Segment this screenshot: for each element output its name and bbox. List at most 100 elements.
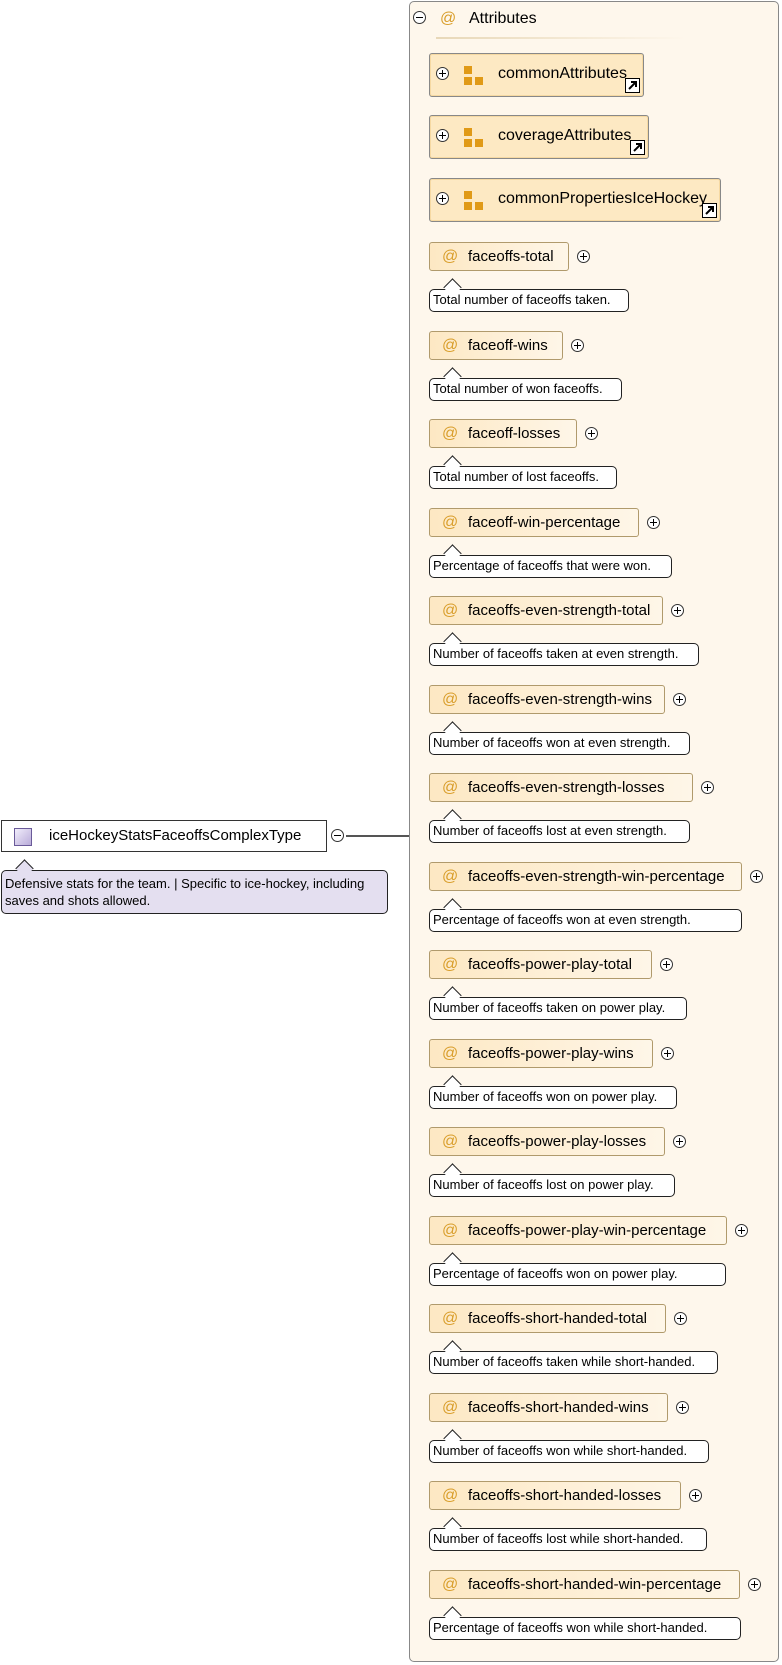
attribute-node[interactable]: @ faceoffs-short-handed-win-percentage <box>429 1569 740 1599</box>
attribute-at-icon: @ <box>442 1310 459 1327</box>
attribute-name: faceoff-losses <box>468 425 561 442</box>
attribute-node[interactable]: @ faceoffs-even-strength-win-percentage <box>429 861 742 891</box>
expand-toggle[interactable] <box>436 67 449 80</box>
attribute-documentation: Number of faceoffs taken at even strengt… <box>429 643 699 666</box>
attribute-at-icon: @ <box>442 1487 459 1504</box>
attribute-group-icon <box>464 128 484 148</box>
attribute-at-icon: @ <box>440 10 457 27</box>
attributes-collapse-toggle[interactable] <box>413 11 426 24</box>
attribute-name: faceoffs-even-strength-total <box>468 602 651 619</box>
expand-toggle[interactable] <box>674 1312 687 1325</box>
expand-toggle[interactable] <box>661 1046 674 1060</box>
expand-toggle[interactable] <box>647 515 660 529</box>
attribute-at-icon: @ <box>442 1575 459 1593</box>
attribute-node[interactable]: @ faceoffs-power-play-losses <box>429 1127 665 1156</box>
complex-type-name: iceHockeyStatsFaceoffsComplexType <box>49 827 302 844</box>
expand-toggle[interactable] <box>577 250 590 263</box>
expand-toggle[interactable] <box>671 604 684 617</box>
external-link-icon[interactable] <box>702 203 717 218</box>
attribute-at-icon: @ <box>442 1133 459 1150</box>
attribute-at-icon: @ <box>442 1044 459 1062</box>
attribute-name: faceoffs-even-strength-losses <box>468 779 665 796</box>
complex-type-icon <box>14 828 32 846</box>
attribute-documentation: Percentage of faceoffs won on power play… <box>429 1262 726 1286</box>
attribute-node[interactable]: @ faceoff-losses <box>429 419 577 448</box>
attribute-name: faceoffs-power-play-win-percentage <box>468 1221 707 1239</box>
attribute-group-ref[interactable]: commonPropertiesIceHockey <box>429 178 721 222</box>
attribute-name: faceoffs-short-handed-win-percentage <box>468 1575 722 1593</box>
attribute-at-icon: @ <box>442 425 459 442</box>
attribute-node[interactable]: @ faceoffs-total <box>429 242 569 271</box>
attribute-name: faceoffs-short-handed-wins <box>468 1398 649 1416</box>
attribute-group-icon <box>464 191 484 211</box>
expand-toggle[interactable] <box>735 1223 748 1237</box>
attribute-at-icon: @ <box>442 1221 459 1239</box>
attribute-node[interactable]: @ faceoffs-even-strength-total <box>429 596 663 625</box>
attribute-node[interactable]: @ faceoffs-power-play-win-percentage <box>429 1215 727 1245</box>
attribute-documentation: Total number of won faceoffs. <box>429 377 622 401</box>
attribute-node[interactable]: @ faceoffs-power-play-wins <box>429 1038 653 1068</box>
external-link-icon[interactable] <box>625 78 640 93</box>
attribute-at-icon: @ <box>442 602 459 619</box>
attribute-documentation: Number of faceoffs taken while short-han… <box>429 1351 718 1374</box>
expand-toggle[interactable] <box>436 192 449 205</box>
attribute-documentation: Number of faceoffs won on power play. <box>429 1085 677 1109</box>
attribute-name: faceoffs-short-handed-total <box>468 1310 647 1327</box>
attribute-at-icon: @ <box>442 513 459 531</box>
attribute-documentation: Number of faceoffs taken on power play. <box>429 997 687 1020</box>
attribute-documentation: Number of faceoffs won at even strength. <box>429 731 690 755</box>
attribute-node[interactable]: @ faceoffs-short-handed-total <box>429 1304 666 1333</box>
expand-toggle[interactable] <box>750 869 763 883</box>
attribute-node[interactable]: @ faceoffs-even-strength-losses <box>429 773 693 802</box>
attribute-documentation: Number of faceoffs won while short-hande… <box>429 1439 709 1463</box>
expand-toggle[interactable] <box>436 129 449 142</box>
attribute-documentation: Total number of lost faceoffs. <box>429 466 617 489</box>
attribute-node[interactable]: @ faceoff-win-percentage <box>429 507 639 537</box>
attribute-group-ref[interactable]: commonAttributes <box>429 53 644 97</box>
attribute-node[interactable]: @ faceoffs-even-strength-wins <box>429 684 665 714</box>
expand-toggle[interactable] <box>689 1489 702 1502</box>
expand-toggle[interactable] <box>673 1135 686 1148</box>
attribute-at-icon: @ <box>442 336 459 354</box>
attributes-header-divider <box>436 37 686 39</box>
external-link-icon[interactable] <box>630 140 645 155</box>
expand-toggle[interactable] <box>660 958 673 971</box>
attribute-name: faceoffs-power-play-losses <box>468 1133 647 1150</box>
attribute-group-ref-label: commonPropertiesIceHockey <box>498 190 707 207</box>
attribute-at-icon: @ <box>442 779 459 796</box>
attribute-documentation: Number of faceoffs lost at even strength… <box>429 820 690 843</box>
attribute-name: faceoff-win-percentage <box>468 513 621 531</box>
attribute-documentation: Number of faceoffs lost while short-hand… <box>429 1528 707 1551</box>
attribute-name: faceoffs-power-play-wins <box>468 1044 634 1062</box>
attribute-documentation: Percentage of faceoffs won at even stren… <box>429 908 742 932</box>
attribute-group-icon <box>464 66 484 86</box>
attribute-at-icon: @ <box>442 690 459 708</box>
attribute-name: faceoffs-short-handed-losses <box>468 1487 662 1504</box>
expand-toggle[interactable] <box>701 781 714 794</box>
attribute-group-ref[interactable]: coverageAttributes <box>429 115 649 159</box>
attribute-at-icon: @ <box>442 956 459 973</box>
expand-toggle[interactable] <box>676 1400 689 1414</box>
attribute-at-icon: @ <box>442 248 459 265</box>
attribute-documentation: Number of faceoffs lost on power play. <box>429 1174 675 1197</box>
attribute-name: faceoffs-total <box>468 248 554 265</box>
attribute-node[interactable]: @ faceoffs-short-handed-losses <box>429 1481 681 1510</box>
attribute-node[interactable]: @faceoff-wins <box>429 330 563 360</box>
expand-toggle[interactable] <box>748 1577 761 1591</box>
attribute-name: faceoffs-power-play-total <box>468 956 632 973</box>
connector-line <box>346 835 410 837</box>
expand-toggle[interactable] <box>571 338 584 352</box>
attribute-node[interactable]: @faceoffs-short-handed-wins <box>429 1392 668 1422</box>
attribute-node[interactable]: @ faceoffs-power-play-total <box>429 950 652 979</box>
attribute-group-ref-label: coverageAttributes <box>498 127 632 144</box>
complex-type-collapse-toggle[interactable] <box>331 829 344 842</box>
expand-toggle[interactable] <box>585 427 598 440</box>
attribute-documentation: Percentage of faceoffs won while short-h… <box>429 1616 741 1640</box>
attribute-name: faceoffs-even-strength-wins <box>468 690 652 708</box>
complex-type-node[interactable]: iceHockeyStatsFaceoffsComplexType <box>1 820 327 852</box>
attribute-name: faceoffs-even-strength-win-percentage <box>468 867 725 885</box>
expand-toggle[interactable] <box>673 692 686 706</box>
attribute-group-ref-label: commonAttributes <box>498 65 627 82</box>
complex-type-documentation: Defensive stats for the team. | Specific… <box>1 870 388 914</box>
attribute-at-icon: @ <box>442 867 459 885</box>
